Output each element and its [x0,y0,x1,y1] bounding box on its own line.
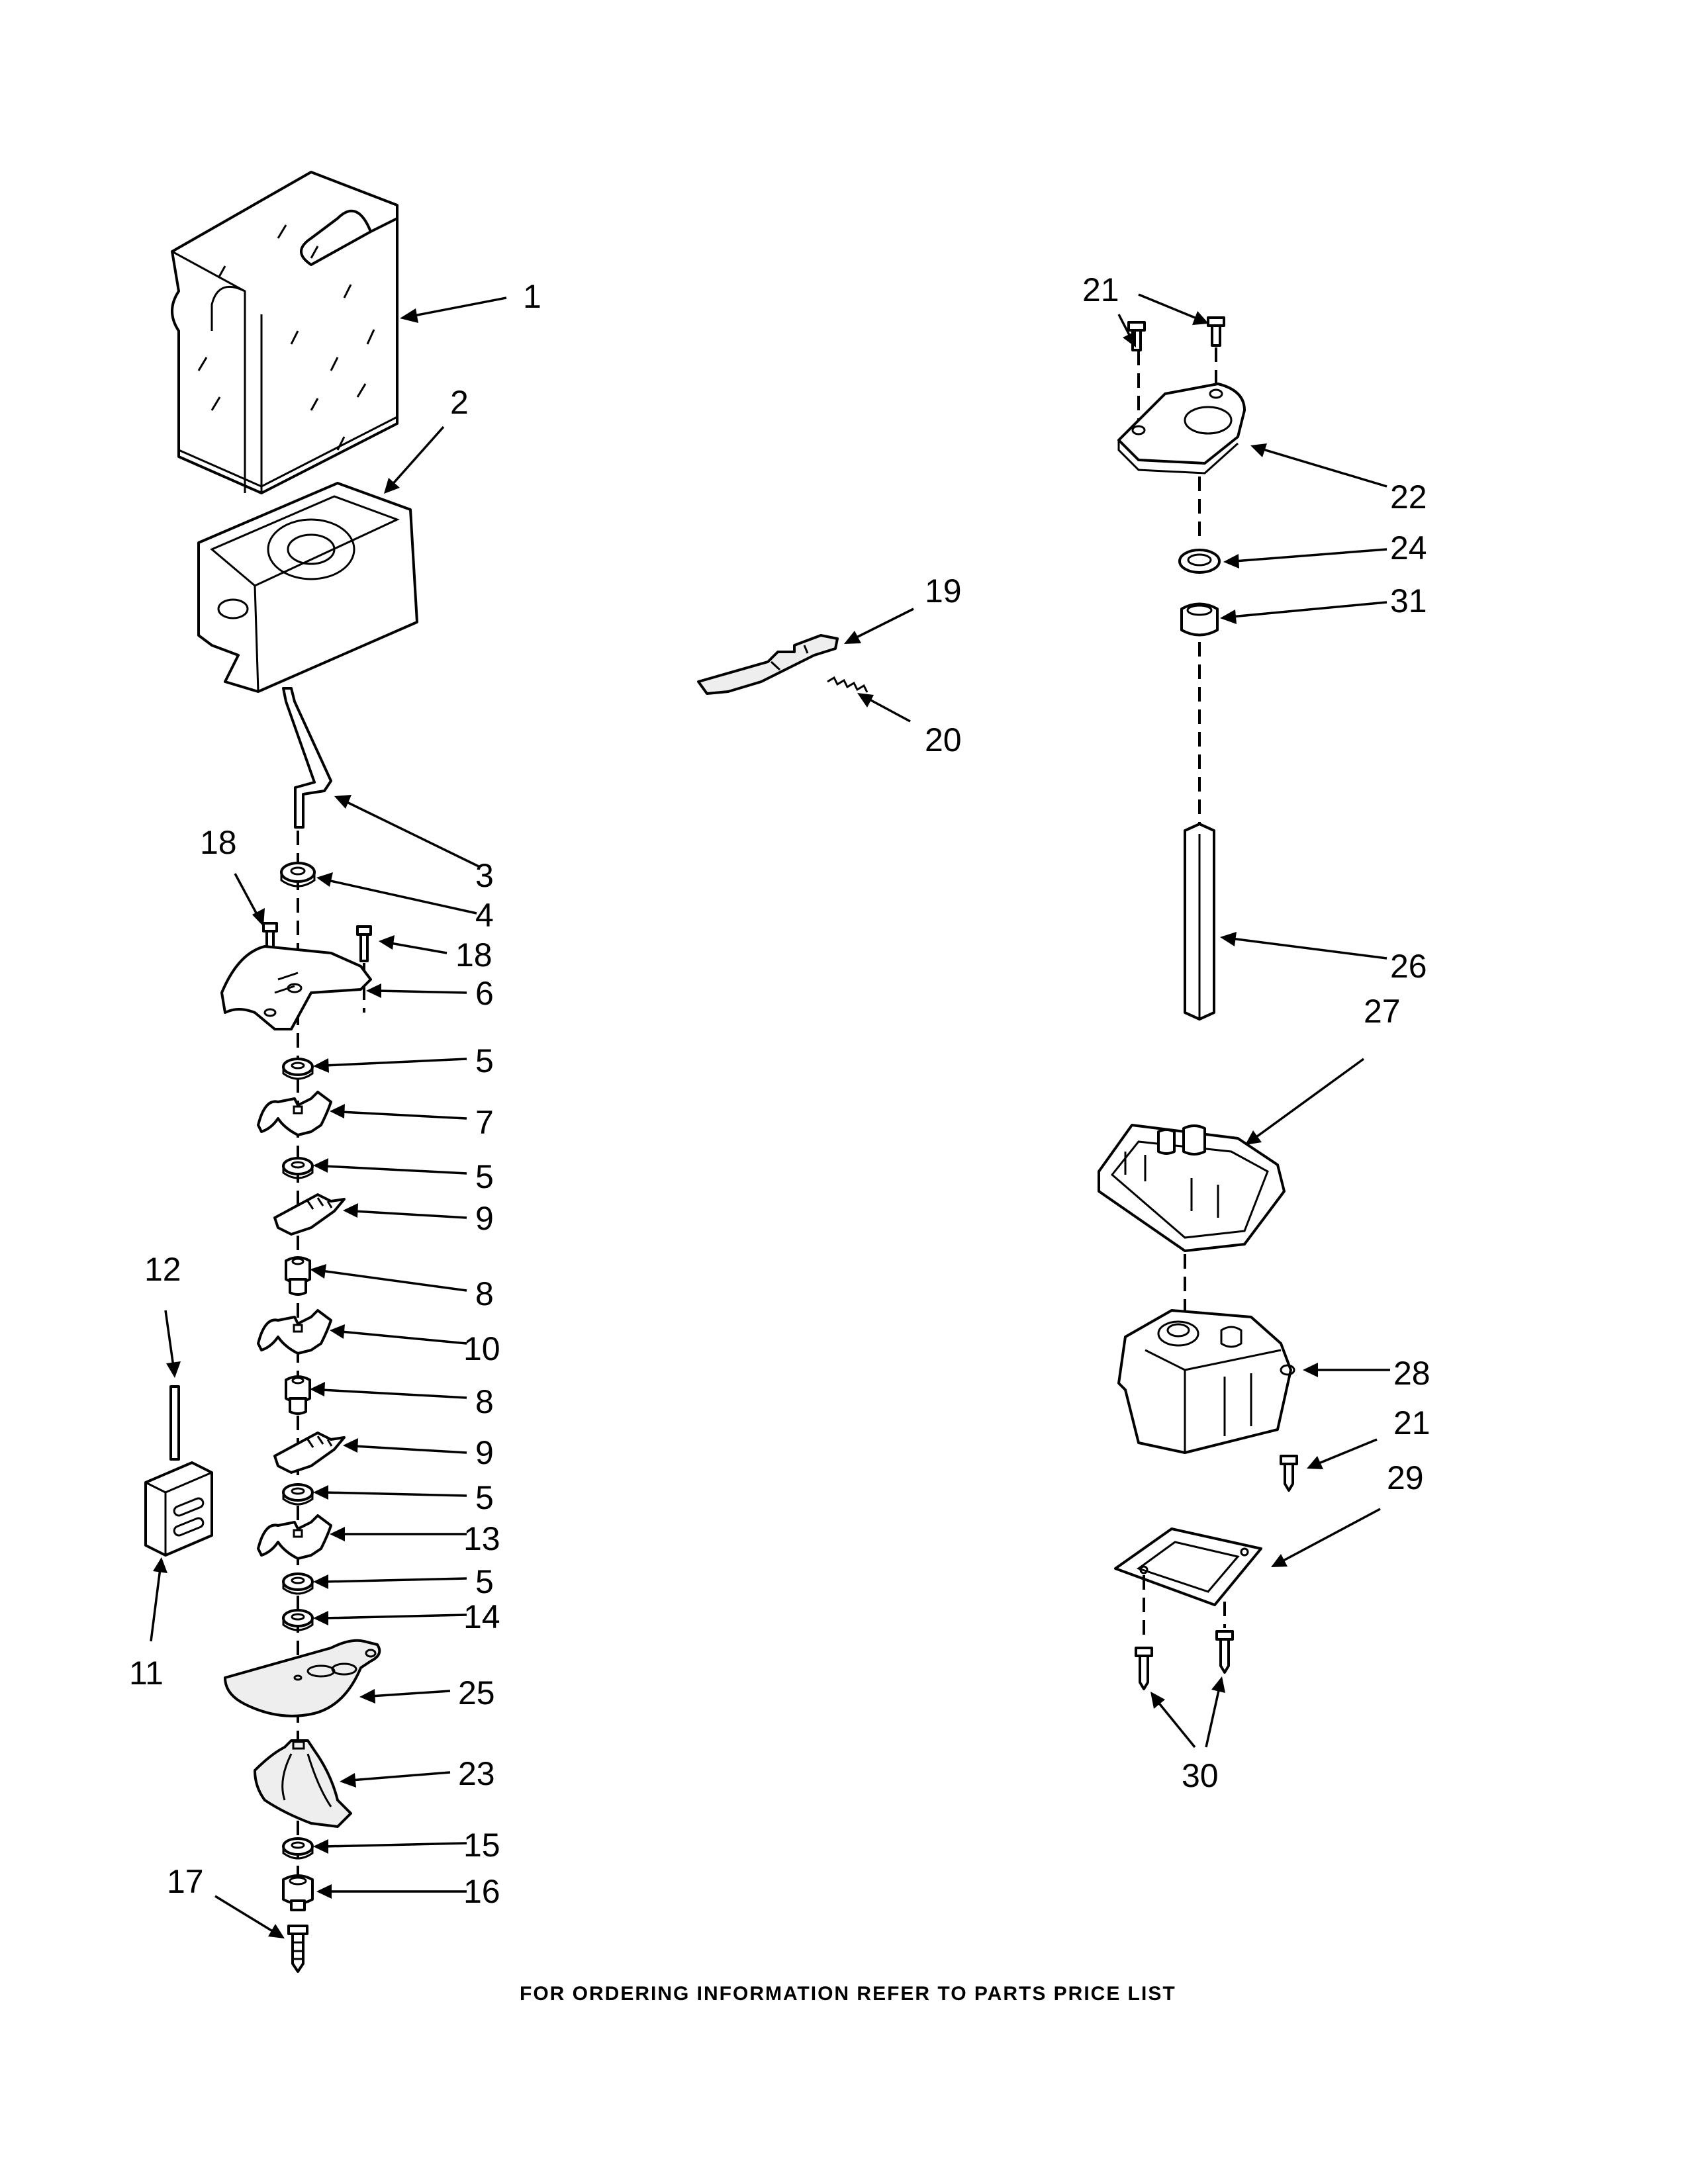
part-19-lever-arm [697,634,839,695]
callout-14: 14 [463,1598,500,1635]
callout-9: 9 [475,1434,494,1471]
part-21-screw-bottom [1280,1455,1298,1492]
callout-13: 13 [463,1520,500,1557]
leader-lines [150,293,1390,1938]
part-14-washer [282,1609,314,1631]
callout-8: 8 [475,1275,494,1312]
callout-5: 5 [475,1479,494,1516]
callout-28: 28 [1393,1355,1430,1392]
callout-16: 16 [463,1873,500,1910]
callout-4: 4 [475,897,494,934]
callout-11: 11 [129,1655,164,1692]
part-7-cam [257,1091,332,1136]
part-2-auger-housing [197,482,418,693]
part-12-pin [169,1385,180,1461]
callout-24: 24 [1390,529,1427,567]
callout-22: 22 [1390,478,1427,516]
part-28-motor [1117,1309,1295,1454]
callout-19: 19 [925,572,962,610]
callout-3: 3 [475,857,494,894]
part-29-gasket [1114,1527,1262,1606]
callout-18: 18 [455,936,492,974]
part-8-bushing-a [285,1256,311,1296]
callout-18: 18 [200,824,237,861]
callout-12: 12 [144,1251,181,1288]
part-13-cam [257,1514,332,1560]
part-21-screw-top-right [1207,316,1225,347]
part-9-lever-b [273,1432,346,1474]
part-26-shaft [1184,823,1215,1021]
callout-15: 15 [463,1827,500,1864]
callout-5: 5 [475,1042,494,1079]
part-24-ring [1178,549,1221,574]
callout-labels: 1 2 3 4 18 18 6 5 7 5 9 8 10 8 9 5 13 5 … [129,271,1430,1910]
part-20-spring [827,676,868,693]
part-31-bearing [1180,602,1219,637]
part-17-screw [287,1925,308,1973]
callout-2: 2 [450,384,469,421]
callout-5: 5 [475,1158,494,1195]
callout-29: 29 [1387,1459,1424,1496]
part-16-nut [282,1874,314,1911]
part-30-screw-left [1135,1647,1153,1690]
callout-7: 7 [475,1104,494,1141]
part-6-bracket [220,945,372,1030]
callout-23: 23 [458,1755,495,1792]
part-5-washer-b [282,1157,314,1179]
callout-9: 9 [475,1200,494,1237]
callout-30: 30 [1182,1757,1219,1794]
part-10-cam [257,1309,332,1355]
callout-21: 21 [1393,1404,1430,1441]
callout-20: 20 [925,721,962,758]
part-1-ice-bucket [171,171,399,494]
part-9-lever-a [273,1193,346,1236]
part-15-washer [282,1837,314,1860]
callout-27: 27 [1364,993,1401,1030]
callout-5: 5 [475,1563,494,1600]
part-11-block [144,1461,213,1557]
part-5-washer-d [282,1572,314,1595]
callout-31: 31 [1390,582,1427,619]
callout-21: 21 [1082,271,1119,308]
callout-6: 6 [475,975,494,1012]
callout-1: 1 [523,278,541,315]
callout-25: 25 [458,1674,495,1711]
part-5-washer-c [282,1483,314,1506]
footer-note: FOR ORDERING INFORMATION REFER TO PARTS … [520,1983,1176,2005]
part-25-blade-plate [224,1639,381,1717]
part-18-screw-right [356,925,372,962]
part-23-blade [254,1739,352,1828]
callout-17: 17 [167,1863,204,1900]
part-30-screw-right [1215,1630,1234,1674]
part-5-washer-a [282,1058,314,1080]
part-8-bushing-b [285,1375,311,1415]
part-3-auger-rod [282,687,332,829]
callout-26: 26 [1390,948,1427,985]
callout-8: 8 [475,1383,494,1420]
part-22-mounting-plate [1117,383,1246,475]
callout-10: 10 [463,1330,500,1367]
part-27-motor-cover [1098,1124,1286,1252]
part-4-washer [280,862,316,887]
